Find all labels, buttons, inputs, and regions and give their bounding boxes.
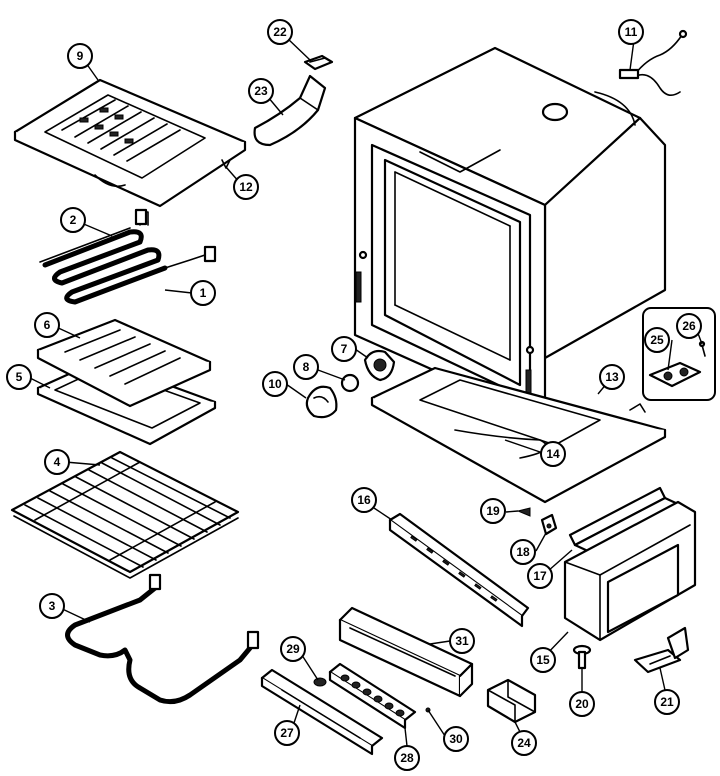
callout-label-2: 2 [70,213,77,227]
callout-28: 28 [394,745,420,771]
callout-label-10: 10 [268,377,282,391]
callout-11: 11 [618,19,644,45]
callout-label-3: 3 [49,599,56,613]
callout-21: 21 [654,689,680,715]
callout-label-19: 19 [486,504,500,518]
part-28-switch-strip [328,662,417,730]
part-27-front-trim [260,668,384,756]
callout-label-15: 15 [536,653,550,667]
callout-label-17: 17 [533,569,547,583]
callout-26: 26 [676,313,702,339]
callout-18: 18 [510,539,536,565]
callout-5: 5 [6,364,32,390]
callout-24: 24 [511,730,537,756]
callout-label-30: 30 [449,732,463,746]
callout-label-23: 23 [254,84,268,98]
callout-label-12: 12 [239,180,253,194]
part-21-bracket [633,626,690,674]
callout-label-22: 22 [273,25,287,39]
callout-29: 29 [280,636,306,662]
callout-label-6: 6 [44,318,51,332]
oven-cavity [353,46,667,422]
callout-label-7: 7 [341,342,348,356]
callout-label-8: 8 [303,360,310,374]
callout-8: 8 [293,354,319,380]
callout-9: 9 [67,43,93,69]
callout-6: 6 [34,312,60,338]
callout-16: 16 [351,487,377,513]
part-29-nut [313,677,327,687]
callout-13: 13 [599,364,625,390]
part-4-oven-rack [10,450,240,579]
callout-label-9: 9 [77,49,84,63]
callout-label-25: 25 [650,333,664,347]
part-22-bracket [303,54,334,71]
part-6-broiler-grid [36,318,212,408]
callout-1: 1 [190,280,216,306]
callout-14: 14 [540,441,566,467]
part-17-top-bracket [568,486,682,554]
callout-12: 12 [233,174,259,200]
callout-15: 15 [530,647,556,673]
callout-27: 27 [274,720,300,746]
callout-10: 10 [262,371,288,397]
part-9-broiler-cover [13,78,247,208]
callout-7: 7 [331,336,357,362]
callout-label-16: 16 [357,493,371,507]
callout-label-24: 24 [517,736,531,750]
callout-25: 25 [644,327,670,353]
callout-label-4: 4 [54,455,61,469]
part-23-deflector [253,74,327,147]
callout-label-26: 26 [682,319,696,333]
callout-4: 4 [44,449,70,475]
callout-label-14: 14 [546,447,560,461]
callout-label-18: 18 [516,545,530,559]
callout-22: 22 [267,19,293,45]
callout-label-31: 31 [455,634,469,648]
part-31-panel-housing [338,606,474,698]
callout-label-21: 21 [660,695,674,709]
part-20-screw [572,644,592,670]
callout-label-29: 29 [286,642,300,656]
callout-label-11: 11 [625,25,638,39]
part-18-clip [540,513,558,536]
part-1-broil-element [39,208,217,305]
callout-2: 2 [60,207,86,233]
callout-20: 20 [569,691,595,717]
callout-label-27: 27 [280,726,294,740]
callout-label-20: 20 [575,697,589,711]
callout-label-1: 1 [200,286,207,300]
callout-label-28: 28 [400,751,414,765]
callout-label-5: 5 [16,370,23,384]
callout-17: 17 [527,563,553,589]
callout-30: 30 [443,726,469,752]
part-24-u-bracket [486,678,537,724]
callout-3: 3 [39,593,65,619]
part-13-bottom-panel [370,366,667,504]
callout-19: 19 [480,498,506,524]
oven-lamp-assembly [305,349,396,419]
part-3-bake-element [65,573,260,705]
part-15-bracket-box [563,500,697,642]
part-19-screw [516,507,531,517]
part-16-panel-bar [388,512,530,628]
callout-23: 23 [248,78,274,104]
callout-31: 31 [449,628,475,654]
part-11-wire-harness [618,29,688,96]
callout-label-13: 13 [605,370,619,384]
